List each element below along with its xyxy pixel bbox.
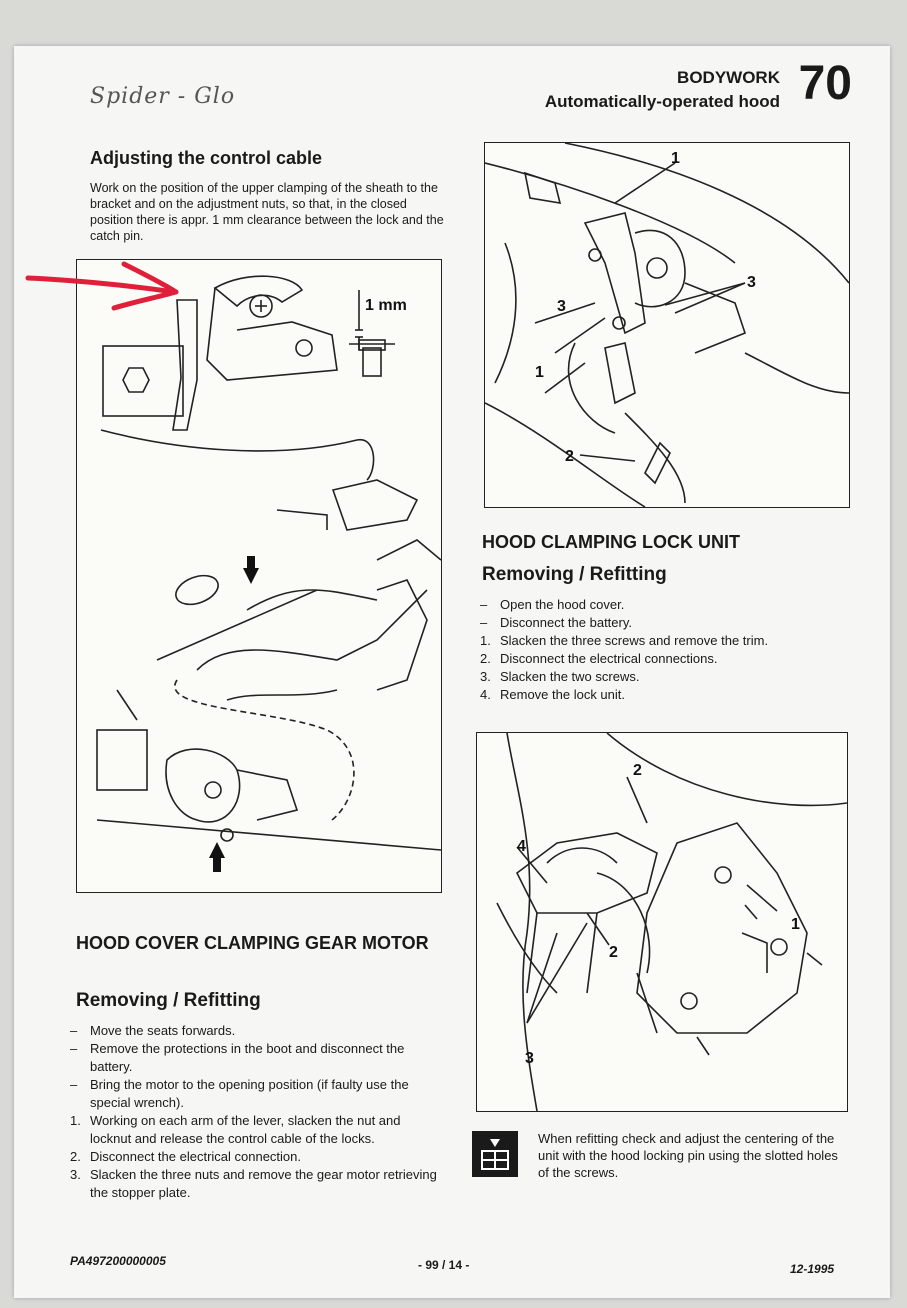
lock-diagram-bottom: 2 4 1 2 3 — [496, 733, 847, 1111]
brand-logo: Spider - Glo — [90, 84, 236, 109]
svg-text:3: 3 — [747, 274, 756, 291]
svg-text:3: 3 — [525, 1050, 534, 1067]
dimension-label: 1 mm — [365, 297, 407, 314]
list-item: 1.Slacken the three screws and remove th… — [480, 633, 769, 648]
list-item: 4.Remove the lock unit. — [480, 687, 626, 702]
refit-note: When refitting check and adjust the cent… — [538, 1131, 838, 1180]
lock-figure-bottom: 2 4 1 2 3 — [476, 732, 848, 1112]
section-heading: BODYWORK — [677, 68, 780, 87]
list-item: –Move the seats forwards. — [70, 1023, 236, 1038]
svg-text:2: 2 — [633, 762, 642, 779]
svg-text:2: 2 — [609, 944, 618, 961]
list-item: –Open the hood cover. — [480, 597, 625, 612]
cable-adjust-title: Adjusting the control cable — [90, 148, 323, 168]
section-number: 70 — [798, 57, 852, 110]
svg-text:3: 3 — [557, 298, 566, 315]
list-item: –Bring the motor to the opening position… — [70, 1077, 409, 1110]
list-item: 2.Disconnect the electrical connections. — [480, 651, 718, 666]
page-number: - 99 / 14 - — [418, 1258, 470, 1272]
list-item: –Remove the protections in the boot and … — [70, 1041, 405, 1074]
list-item: 1.Working on each arm of the lever, slac… — [70, 1113, 401, 1146]
section-subtitle: Automatically-operated hood — [544, 92, 780, 111]
lock-unit-subtitle: Removing / Refitting — [482, 564, 667, 585]
svg-text:2: 2 — [565, 448, 574, 465]
gear-motor-steps: –Move the seats forwards. –Remove the pr… — [70, 1022, 442, 1202]
svg-text:1: 1 — [791, 916, 800, 933]
list-item: –Disconnect the battery. — [480, 615, 632, 630]
svg-text:1: 1 — [535, 364, 544, 381]
cable-figure: 1 mm — [76, 259, 442, 893]
lock-unit-title: HOOD CLAMPING LOCK UNIT — [482, 532, 740, 552]
list-item: 3.Slacken the two screws. — [480, 669, 640, 684]
cable-adjust-intro: Work on the position of the upper clampi… — [90, 181, 444, 243]
cable-diagram: 1 mm — [96, 275, 441, 872]
lock-figure-top: 1 3 3 1 2 — [484, 142, 850, 508]
svg-text:4: 4 — [517, 838, 526, 855]
refit-note-icon — [472, 1131, 518, 1177]
lock-unit-steps: –Open the hood cover. –Disconnect the ba… — [480, 596, 850, 704]
lock-diagram-top: 1 3 3 1 2 — [485, 143, 849, 507]
manual-page: Spider - Glo BODYWORK Automatically-oper… — [14, 46, 890, 1298]
gear-motor-title: HOOD COVER CLAMPING GEAR MOTOR — [76, 933, 429, 953]
document-code: PA497200000005 — [70, 1254, 166, 1268]
gear-motor-subtitle: Removing / Refitting — [76, 990, 261, 1011]
list-item: 3.Slacken the three nuts and remove the … — [70, 1167, 437, 1200]
annotation-arrow — [25, 261, 179, 311]
svg-text:1: 1 — [671, 150, 680, 167]
document-date: 12-1995 — [790, 1262, 835, 1276]
list-item: 2.Disconnect the electrical connection. — [70, 1149, 302, 1164]
